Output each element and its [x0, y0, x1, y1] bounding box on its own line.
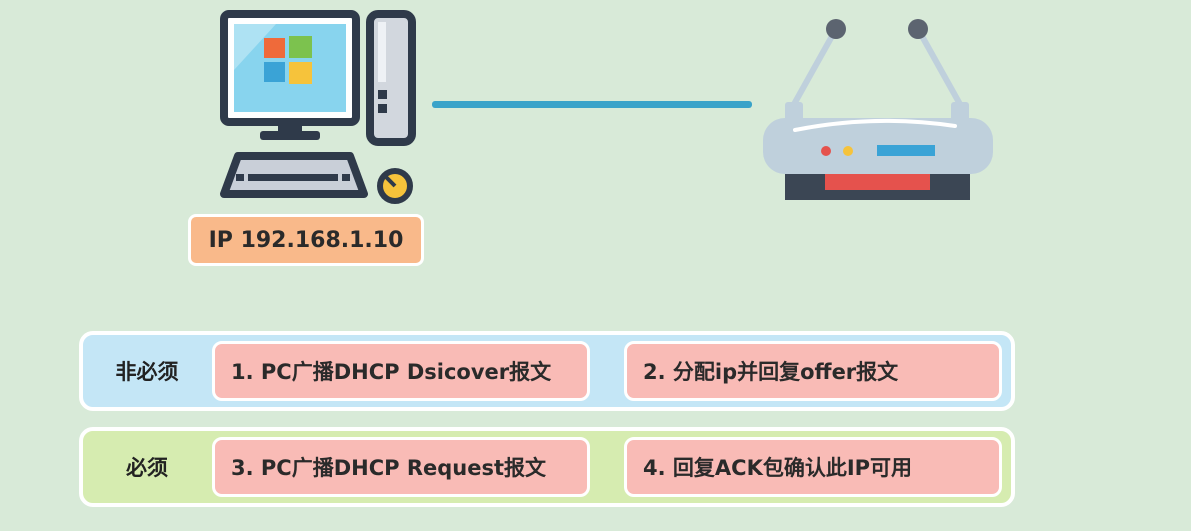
antenna-base [951, 102, 969, 122]
antenna-left [790, 27, 839, 108]
keyboard-key [236, 174, 244, 181]
monitor-base [260, 131, 320, 140]
tower-slot [378, 90, 387, 99]
antenna-tip [826, 19, 846, 39]
tower-slot [378, 104, 387, 113]
ip-address-label: IP 192.168.1.10 [188, 214, 424, 266]
keyboard-key [342, 174, 350, 181]
antenna-tip [908, 19, 928, 39]
monitor-stand [278, 122, 302, 132]
antenna-right [915, 27, 964, 108]
step-4-ack: 4. 回复ACK包确认此IP可用 [624, 437, 1002, 497]
required-steps-row: 必须 3. PC广播DHCP Request报文 4. 回复ACK包确认此IP可… [79, 427, 1015, 507]
tower-case [366, 10, 416, 146]
step-3-request: 3. PC广播DHCP Request报文 [212, 437, 590, 497]
windows-logo-icon [264, 36, 312, 84]
screen-glare [234, 24, 276, 70]
optional-steps-row: 非必须 1. PC广播DHCP Dsicover报文 2. 分配ip并回复off… [79, 331, 1015, 411]
antenna-base [785, 102, 803, 122]
row-label-optional: 非必须 [115, 360, 179, 384]
computer-icon [220, 10, 416, 204]
tower-panel [378, 22, 386, 82]
router-vent [825, 172, 930, 190]
step-1-discover: 1. PC广播DHCP Dsicover报文 [212, 341, 590, 401]
status-led-yellow [843, 146, 853, 156]
router-icon [763, 19, 993, 200]
row-label-required: 必须 [126, 456, 168, 480]
status-bar [877, 145, 935, 156]
step-2-offer: 2. 分配ip并回复offer报文 [624, 341, 1002, 401]
status-led-red [821, 146, 831, 156]
network-link [432, 101, 752, 108]
keyboard-keys [248, 174, 338, 181]
router-highlight [793, 118, 957, 132]
